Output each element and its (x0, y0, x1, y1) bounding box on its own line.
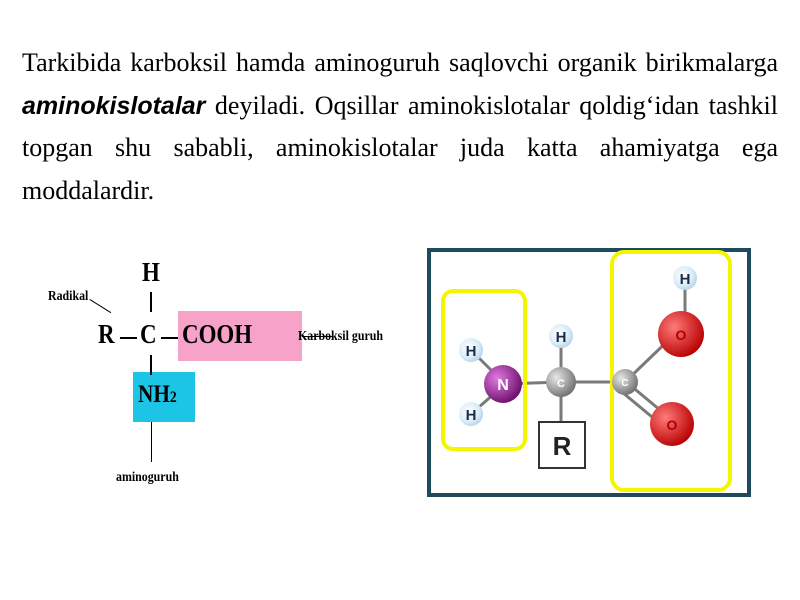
paragraph-text-1: Tarkibida karboksil hamda aminoguruh saq… (22, 48, 778, 77)
hydrogen-label: H (556, 329, 567, 346)
amino-highlight-box (133, 372, 195, 422)
formula-radical-r: R (98, 319, 115, 349)
label-radical: Radikal (48, 289, 89, 304)
oxygen-label: O (676, 327, 687, 343)
amino-subscript: 2 (169, 389, 177, 406)
hydrogen-atom (549, 324, 573, 348)
paragraph-text-2: deyiladi. Oqsillar aminokislotalar qoldi… (22, 90, 778, 205)
alpha-carbon-atom (546, 367, 576, 397)
hydrogen-label: H (680, 271, 691, 288)
carboxyl-carbon-atom (612, 369, 638, 395)
carbon-label: C (621, 378, 628, 389)
radical-label: R (553, 431, 572, 461)
formula-carbon: C (140, 319, 157, 349)
carboxyl-highlight-box (178, 311, 302, 361)
hydrogen-label: H (466, 407, 477, 424)
leader-carboxyl (302, 336, 332, 337)
model-background (431, 252, 747, 493)
formula-carboxyl: COOH (182, 319, 253, 349)
carbonyl-oxygen-atom (650, 402, 694, 446)
bond-top (150, 292, 152, 312)
radical-box (538, 421, 586, 469)
intro-paragraph: Tarkibida karboksil hamda aminoguruh saq… (22, 42, 778, 212)
amino-nh: NH (138, 381, 170, 408)
bond-right (161, 337, 178, 339)
ball-and-stick-model: H H N H C C H O O R (427, 248, 751, 497)
hydrogen-atom (673, 266, 697, 290)
term-aminokislotalar: aminokislotalar (22, 91, 206, 120)
leader-radical (89, 299, 112, 314)
oxygen-label: O (667, 417, 678, 433)
label-carboxyl: Karboksil guruh (298, 329, 383, 344)
nitrogen-label: N (497, 377, 509, 394)
bond-left (120, 337, 137, 339)
amino-group-highlight (441, 289, 527, 451)
carbon-label: C (557, 378, 565, 390)
hydrogen-atom (459, 338, 483, 362)
leader-amino (151, 422, 152, 462)
bond-bottom (150, 355, 152, 375)
formula-amino: NH2 (138, 381, 177, 409)
hydrogen-label: H (466, 343, 477, 360)
nitrogen-atom (484, 365, 522, 403)
formula-top-hydrogen: H (142, 257, 160, 287)
hydrogen-atom (459, 402, 483, 426)
carboxyl-group-highlight (610, 250, 732, 492)
label-amino: aminoguruh (116, 470, 179, 485)
structural-formula-diagram: H R C COOH NH2 Radikal Karboksil guruh a… (40, 255, 410, 495)
hydroxyl-oxygen-atom (658, 311, 704, 357)
